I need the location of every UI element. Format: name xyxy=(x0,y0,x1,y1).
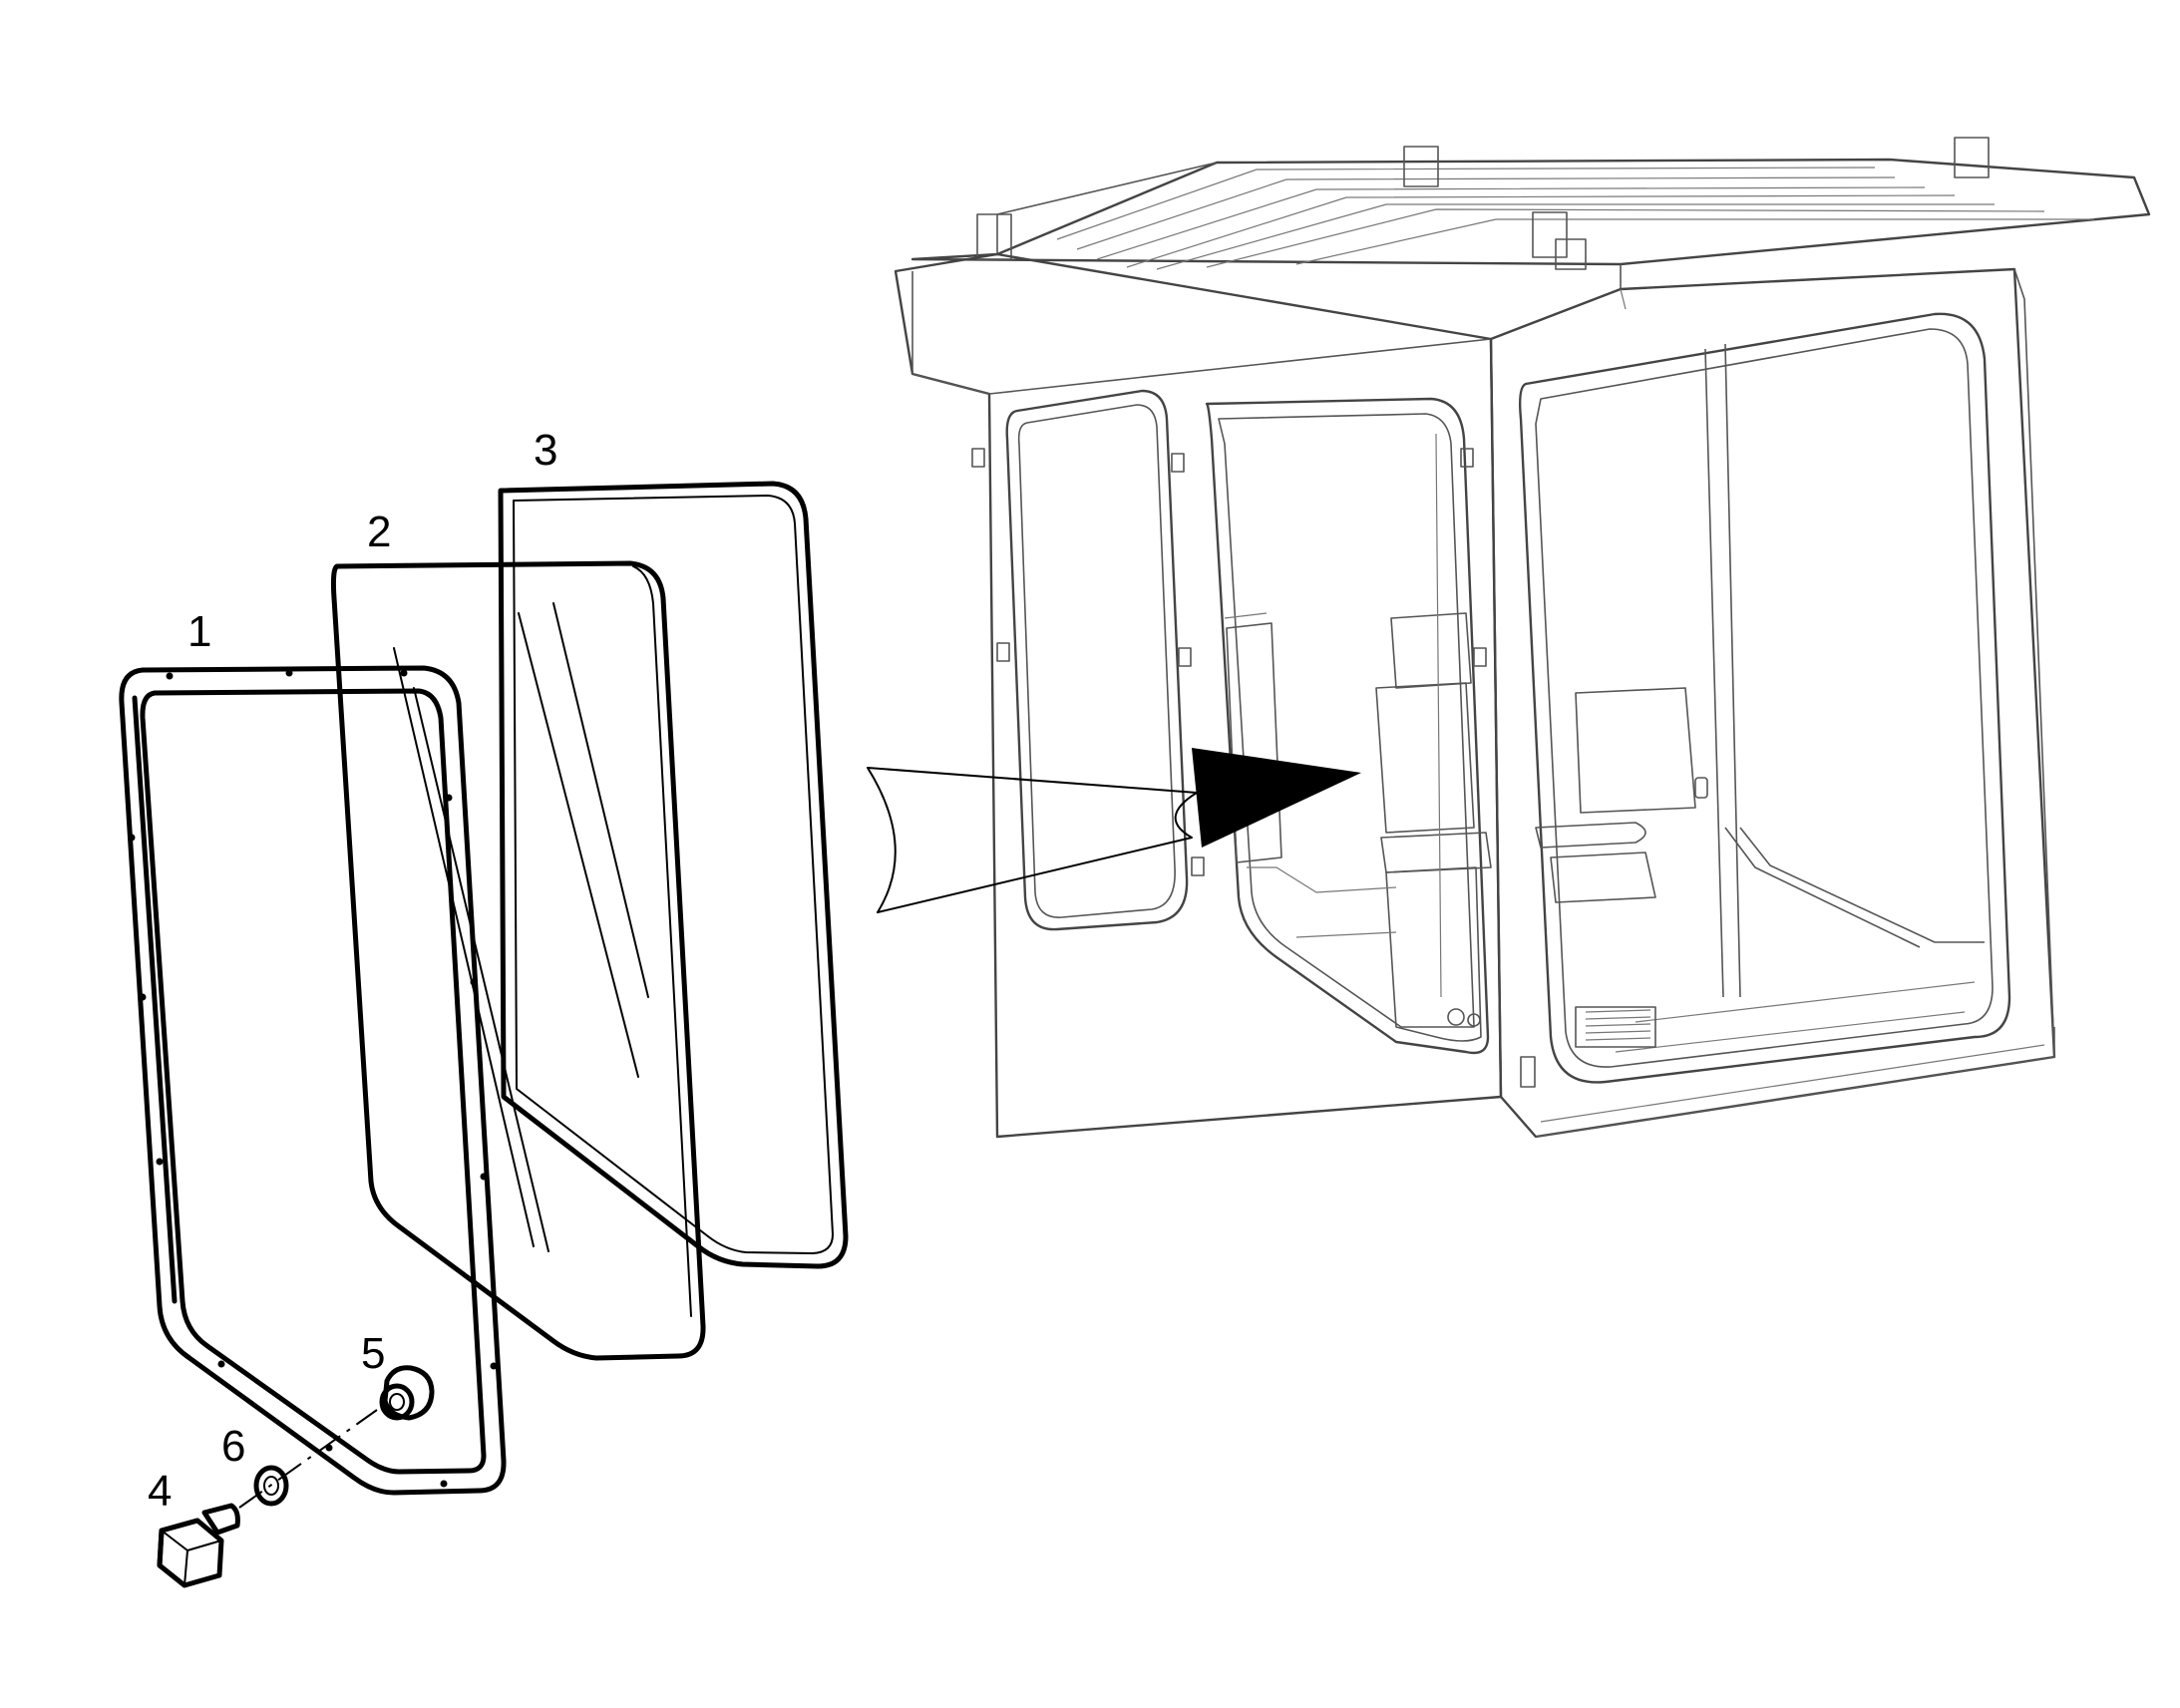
callout-1: 1 xyxy=(187,607,211,656)
callout-5: 5 xyxy=(361,1329,385,1378)
installation-arrow xyxy=(867,748,1361,913)
callout-6: 6 xyxy=(221,1422,245,1471)
frame-bolt-holes xyxy=(128,669,498,1488)
callout-4: 4 xyxy=(148,1467,172,1516)
part-6-washer xyxy=(253,1465,289,1507)
callout-2: 2 xyxy=(367,508,391,556)
part-3-seal xyxy=(498,481,849,1269)
callout-3: 3 xyxy=(534,426,557,475)
assembly-axis-line xyxy=(238,1409,378,1509)
cab-assembly xyxy=(894,137,2151,1139)
part-5-grommet xyxy=(379,1365,435,1421)
part-2-glass xyxy=(330,560,706,1361)
vent-grille xyxy=(1585,1009,1651,1041)
arrow-head xyxy=(1192,748,1361,848)
part-4-hex-bolt xyxy=(157,1503,240,1588)
part-1-frame xyxy=(119,665,507,1496)
